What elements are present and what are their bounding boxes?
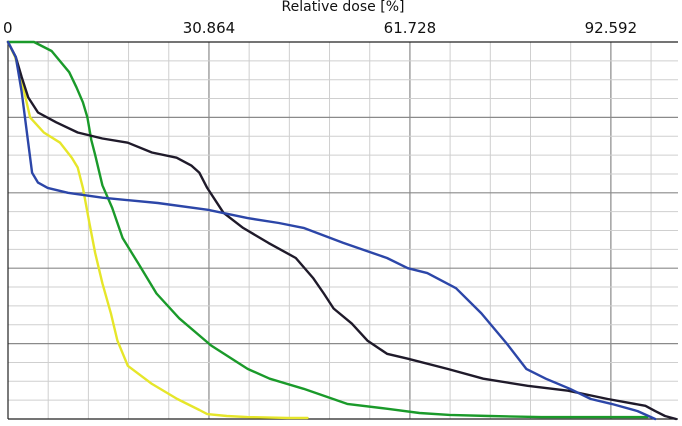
x-tick-label: 0 bbox=[3, 19, 13, 37]
x-tick-label: 92.592 bbox=[585, 19, 638, 37]
x-axis-title: Relative dose [%] bbox=[282, 0, 405, 15]
dvh-curve-1 bbox=[6, 40, 649, 419]
x-tick-label: 61.728 bbox=[384, 19, 437, 37]
axes bbox=[7, 41, 678, 420]
grid bbox=[8, 42, 678, 419]
dvh-curve-2 bbox=[6, 40, 309, 420]
x-tick-labels: 0 30.864 61.728 92.592 bbox=[3, 19, 637, 37]
dvh-curve-4 bbox=[6, 40, 657, 421]
dvh-curve-3 bbox=[6, 40, 678, 421]
x-tick-label: 30.864 bbox=[183, 19, 236, 37]
curves bbox=[6, 40, 678, 421]
